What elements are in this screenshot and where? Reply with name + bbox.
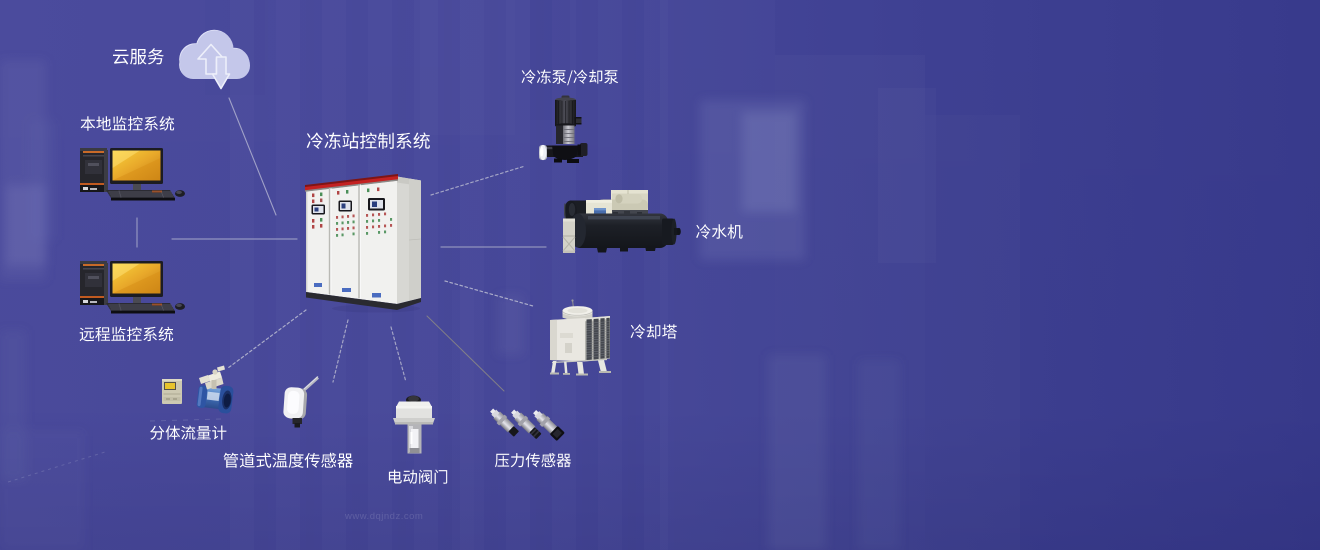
svg-text:www.dqjndz.com: www.dqjndz.com <box>344 511 423 522</box>
